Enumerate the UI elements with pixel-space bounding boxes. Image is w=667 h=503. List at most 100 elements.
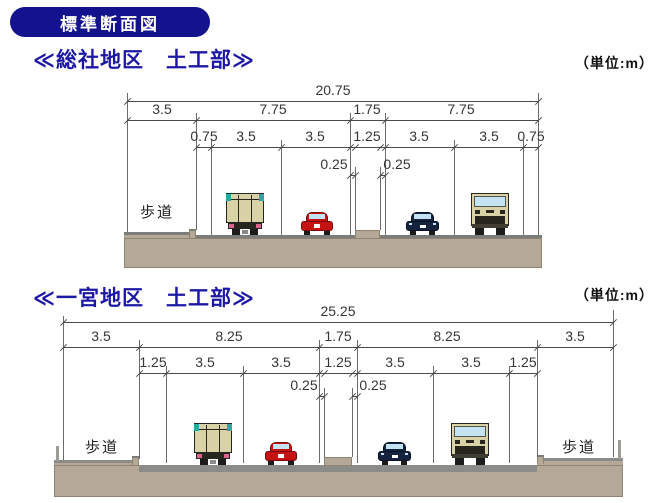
dimension-line (127, 120, 538, 121)
vehicle-part (429, 231, 435, 235)
vehicle-part (405, 453, 408, 455)
vehicle-part (227, 424, 232, 431)
vehicle-part (227, 199, 263, 200)
edge-wall (618, 440, 621, 459)
dimension-label: 3.5 (152, 101, 172, 117)
extension-line (433, 366, 434, 463)
vehicle-part (455, 440, 460, 444)
dimension-line (352, 396, 357, 397)
dimension-label: 3.5 (195, 354, 215, 370)
curb (132, 456, 139, 465)
vehicle-part (206, 425, 207, 452)
median-strip (324, 457, 352, 466)
dimension-label: 7.75 (259, 101, 287, 117)
vehicle-part (256, 224, 261, 228)
vehicle-truck-front (451, 423, 489, 465)
extension-line (211, 140, 212, 235)
extension-line (613, 310, 614, 457)
curb (537, 455, 544, 464)
vehicle-truck-rear (194, 423, 232, 465)
sidewalk-fill (54, 463, 139, 465)
vehicle-part (414, 214, 431, 219)
dimension-line (63, 347, 613, 348)
vehicle-part (228, 223, 262, 229)
dimension-label: 0.75 (517, 128, 545, 144)
vehicle-part (194, 423, 232, 453)
dimension-label: 1.75 (353, 101, 381, 117)
vehicle-part (455, 446, 485, 454)
vehicle-part (420, 225, 426, 228)
extension-line (509, 366, 510, 463)
vehicle-car-front (378, 442, 411, 465)
vehicle-part (232, 229, 240, 235)
surface-cap (537, 458, 623, 461)
vehicle-part (218, 459, 226, 465)
extension-line (166, 366, 167, 463)
dimension-label: 8.25 (215, 328, 243, 344)
vehicle-part (486, 210, 494, 213)
section-soja-heading: ≪総社地区 土工部≫ (33, 49, 255, 72)
vehicle-part (238, 195, 239, 222)
vehicle-part (273, 444, 289, 449)
vehicle-part (409, 223, 412, 225)
vehicle-part (242, 230, 248, 234)
dimension-label: 1.25 (139, 354, 167, 370)
vehicle-car-front (406, 212, 439, 235)
dimension-label: 20.75 (315, 82, 351, 98)
dimension-label: 8.25 (433, 328, 461, 344)
dimension-line (350, 175, 355, 176)
road-base (124, 238, 542, 268)
extension-line (319, 340, 320, 463)
dimension-label: 0.25 (290, 377, 318, 393)
section-ichinomiya-heading: ≪一宮地区 土工部≫ (33, 287, 255, 310)
vehicle-part (197, 454, 202, 458)
extension-line (243, 366, 244, 463)
vehicle-part (480, 440, 485, 444)
vehicle-part (224, 454, 229, 458)
sidewalk-label: 歩道 (84, 439, 119, 456)
dimension-label: 3.5 (236, 128, 256, 144)
vehicle-part (250, 229, 258, 235)
page-title-badge: 標準断面図 (10, 7, 210, 37)
extension-line (281, 140, 282, 235)
dimension-label: 3.5 (565, 328, 585, 344)
extension-line (380, 167, 381, 230)
unit-label-ichinomiya: （単位:m） (574, 287, 654, 303)
sidewalk-label: 歩道 (139, 204, 174, 221)
vehicle-truck-front (471, 193, 509, 235)
vehicle-part (229, 224, 234, 228)
vehicle-part (433, 223, 436, 225)
vehicle-part (259, 194, 264, 201)
dimension-label: 3.5 (409, 128, 429, 144)
vehicle-part (474, 196, 506, 207)
extension-line (63, 316, 64, 460)
dimension-label: 3.5 (271, 354, 291, 370)
vehicle-part (314, 224, 320, 228)
vehicle-part (452, 454, 488, 458)
extension-line (357, 340, 358, 463)
surface-cap (54, 460, 139, 463)
vehicle-part (210, 460, 216, 464)
vehicle-part (194, 424, 199, 431)
dimension-label: 3.5 (305, 128, 325, 144)
vehicle-part (401, 461, 407, 465)
edge-wall (56, 446, 59, 461)
extension-line (352, 388, 353, 457)
extension-line (324, 388, 325, 457)
extension-line (538, 93, 539, 235)
extension-line (537, 340, 538, 457)
vehicle-part (278, 454, 284, 458)
vehicle-part (472, 224, 508, 228)
extension-line (355, 167, 356, 230)
dimension-label: 7.75 (447, 101, 475, 117)
unit-label-soja: （単位:m） (574, 55, 654, 71)
vehicle-part (219, 425, 220, 452)
vehicle-part (455, 458, 464, 465)
extension-line (454, 140, 455, 235)
vehicle-truck-rear (226, 193, 264, 235)
vehicle-part (196, 453, 230, 459)
vehicle-part (381, 453, 384, 455)
sidewalk-label: 歩道 (561, 439, 596, 456)
vehicle-part (476, 458, 485, 465)
dimension-label: 3.5 (479, 128, 499, 144)
